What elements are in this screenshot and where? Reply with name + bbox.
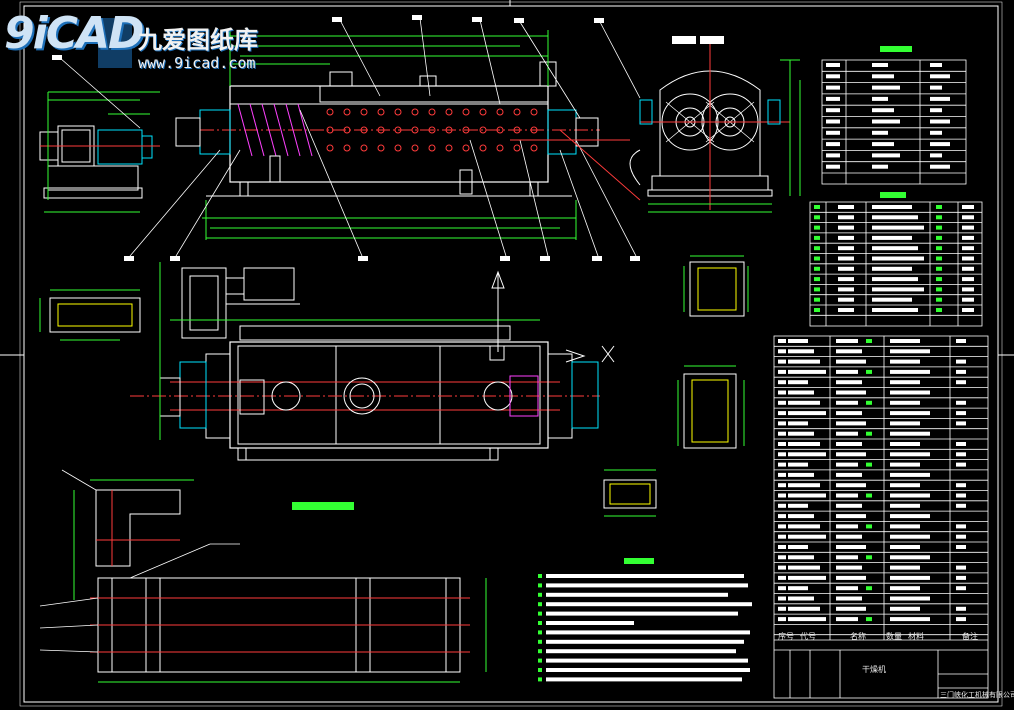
technical-notes-heading bbox=[624, 558, 654, 564]
parts-header-material: 材料 bbox=[908, 632, 924, 641]
parts-header-index: 序号 bbox=[778, 632, 794, 641]
left-detail-view bbox=[39, 289, 141, 341]
parts-header-remark: 备注 bbox=[962, 632, 978, 641]
hole-pattern bbox=[326, 108, 538, 152]
watermark-logo: 9iCAD bbox=[4, 8, 145, 59]
parts-list-table bbox=[773, 335, 989, 699]
technical-spec-table bbox=[821, 59, 967, 185]
technical-notes bbox=[538, 574, 752, 682]
paddle-shaft-detail bbox=[39, 469, 487, 683]
dryer-plan-view bbox=[130, 262, 615, 461]
drawing-title: 干燥机 bbox=[862, 665, 886, 674]
parts-header-name: 名称 bbox=[850, 632, 866, 641]
spec-table-heading bbox=[880, 46, 912, 52]
watermark-site-name: 九爱图纸库 bbox=[138, 26, 258, 54]
nozzle-table-heading bbox=[880, 192, 906, 198]
watermark-url: www.9icad.com bbox=[138, 54, 256, 72]
nozzle-table bbox=[809, 201, 983, 327]
dryer-elevation-view bbox=[52, 15, 641, 261]
flange-detail-views bbox=[603, 255, 749, 517]
company-name: 三门峡化工机械有限公司 bbox=[940, 691, 1014, 699]
dryer-end-section-view bbox=[629, 36, 801, 213]
motor-gearbox-side-view bbox=[39, 91, 160, 213]
parts-header-code: 代号 bbox=[800, 632, 816, 641]
watermark-logo-block bbox=[98, 18, 132, 68]
parts-header-qty: 数量 bbox=[886, 632, 902, 641]
